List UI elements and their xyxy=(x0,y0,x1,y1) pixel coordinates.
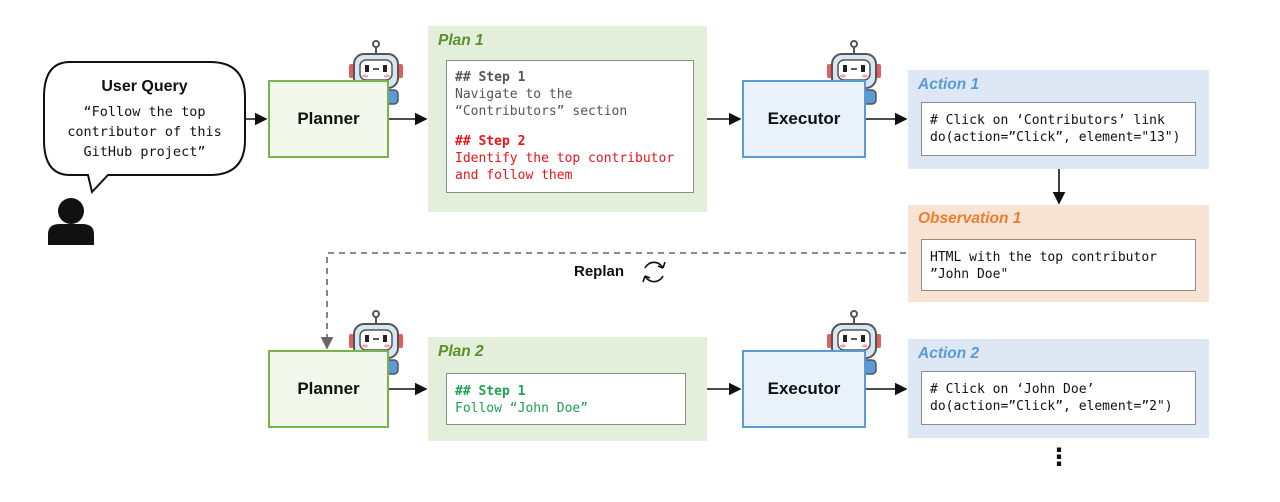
action-2-code: # Click on ‘John Doe’ do(action=”Click”,… xyxy=(930,382,1173,414)
executor-box: Executor xyxy=(742,80,866,158)
plan-2-title: Plan 2 xyxy=(438,343,484,360)
observation-1-panel: Observation 1 HTML with the top contribu… xyxy=(908,205,1209,302)
replan-dashed-loop xyxy=(320,252,906,350)
plan-1-step-2-heading: ## Step 2 xyxy=(455,134,526,149)
plan-1-step-1-heading: ## Step 1 xyxy=(455,70,526,85)
user-query-bubble xyxy=(43,61,246,195)
user-query-text: “Follow the top contributor of this GitH… xyxy=(67,104,222,160)
plan-2-step-1-text: Follow “John Doe” xyxy=(455,401,589,416)
continuation-ellipsis: ⋮ xyxy=(1047,444,1071,471)
planner-box-2: Planner xyxy=(268,350,389,428)
action-1-code-box: # Click on ‘Contributors’ link do(action… xyxy=(921,102,1196,156)
observation-1-title: Observation 1 xyxy=(918,210,1022,227)
plan-1-panel: Plan 1 ## Step 1 Navigate to the “Contri… xyxy=(428,26,707,212)
plan-2-panel: Plan 2 ## Step 1 Follow “John Doe” xyxy=(428,337,707,441)
user-query-title: User Query xyxy=(101,78,188,95)
plan-1-title: Plan 1 xyxy=(438,32,484,49)
action-1-code: # Click on ‘Contributors’ link do(action… xyxy=(930,113,1181,145)
observation-1-text: HTML with the top contributor ”John Doe" xyxy=(930,250,1157,282)
plan-1-content: ## Step 1 Navigate to the “Contributors”… xyxy=(446,60,694,193)
plan-1-step-1-text: Navigate to the “Contributors” section xyxy=(455,87,628,119)
refresh-cycle-icon xyxy=(642,261,666,283)
executor-box-2: Executor xyxy=(742,350,866,428)
plan-2-content: ## Step 1 Follow “John Doe” xyxy=(446,373,686,425)
action-1-panel: Action 1 # Click on ‘Contributors’ link … xyxy=(908,70,1209,169)
action-2-panel: Action 2 # Click on ‘John Doe’ do(action… xyxy=(908,339,1209,438)
replan-label: Replan xyxy=(574,263,625,280)
action-2-title: Action 2 xyxy=(918,345,980,362)
action-1-title: Action 1 xyxy=(918,76,980,93)
person-icon xyxy=(48,198,94,245)
planner-box: Planner xyxy=(268,80,389,158)
observation-1-content: HTML with the top contributor ”John Doe" xyxy=(921,239,1196,291)
plan-2-step-1-heading: ## Step 1 xyxy=(455,384,526,399)
plan-1-step-2-text: Identify the top contributor and follow … xyxy=(455,151,675,183)
action-2-code-box: # Click on ‘John Doe’ do(action=”Click”,… xyxy=(921,371,1196,425)
